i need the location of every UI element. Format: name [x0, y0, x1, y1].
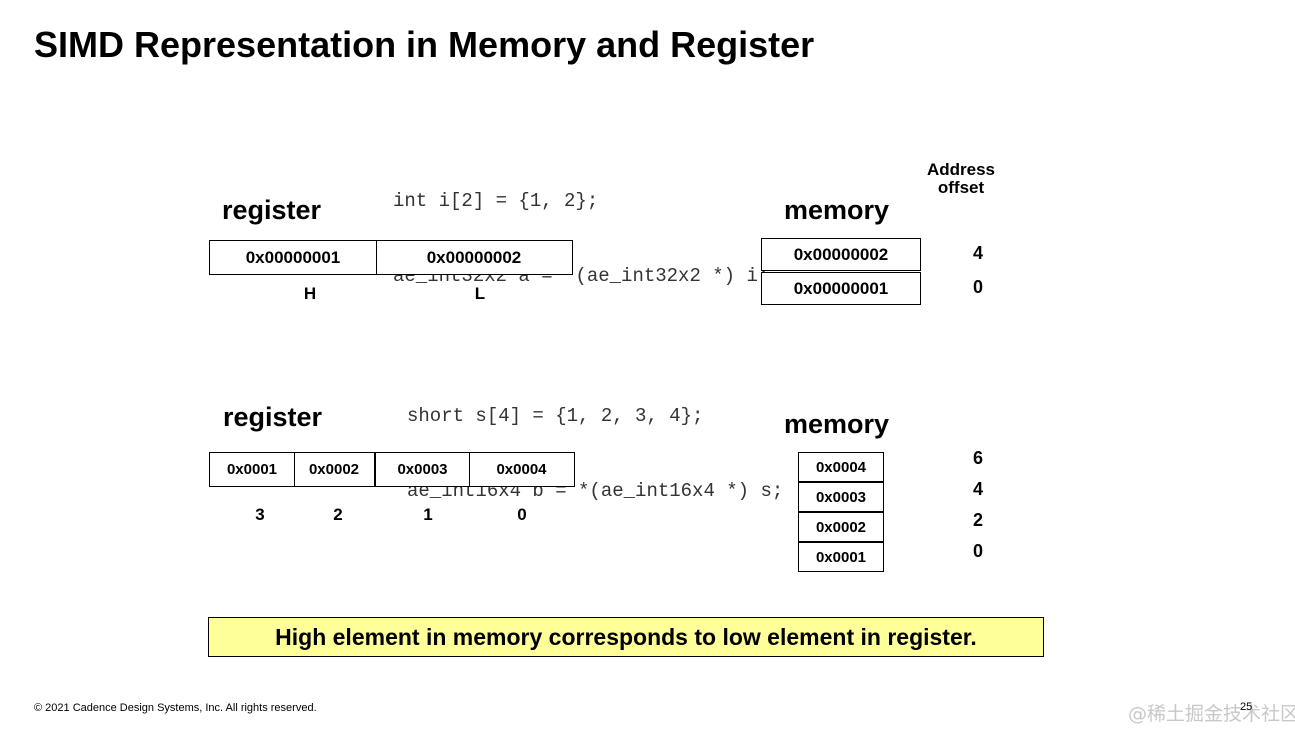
lane-index-label: 3 — [255, 505, 265, 524]
memory-cell: 0x0002 — [798, 512, 884, 542]
address-offset: 4 — [972, 243, 983, 263]
code-block-int16: short s[4] = {1, 2, 3, 4}; ae_int16x4 b … — [407, 354, 783, 529]
lane-index-label: 0 — [517, 505, 527, 524]
watermark: @稀土掘金技术社区 — [1128, 703, 1295, 725]
address-offset-heading: Address offset — [916, 161, 1006, 197]
address-offset-line: Address — [926, 160, 996, 179]
code-line: int i[2] = {1, 2}; — [393, 190, 599, 212]
address-offset: 0 — [972, 277, 983, 297]
lane-index-label: 2 — [333, 505, 343, 524]
register-cell: 0x0002 — [293, 452, 375, 487]
code-block-int32: int i[2] = {1, 2}; ae_int32x2 a = *(ae_i… — [393, 139, 769, 314]
register-cell: 0x0004 — [468, 452, 575, 487]
slide-title: SIMD Representation in Memory and Regist… — [34, 24, 815, 65]
highlight-note: High element in memory corresponds to lo… — [208, 617, 1044, 657]
register-cell-low: 0x00000002 — [375, 240, 573, 275]
address-offset-line: offset — [937, 178, 985, 197]
lane-label-high: H — [303, 284, 317, 303]
code-line: short s[4] = {1, 2, 3, 4}; — [407, 405, 704, 427]
address-offset: 2 — [972, 510, 983, 530]
register-int32x2: 0x00000001 0x00000002 — [209, 240, 573, 275]
register-heading: register — [223, 402, 323, 432]
copyright-footer: © 2021 Cadence Design Systems, Inc. All … — [34, 702, 317, 714]
memory-cell: 0x0001 — [798, 542, 884, 572]
memory-heading: memory — [784, 195, 890, 225]
memory-int16-stack: 0x0004 0x0003 0x0002 0x0001 — [798, 452, 884, 572]
lane-label-low: L — [474, 284, 486, 303]
address-offset: 0 — [972, 541, 983, 561]
register-cell: 0x0001 — [209, 452, 295, 487]
address-offset: 4 — [972, 479, 983, 499]
address-offset: 6 — [972, 448, 983, 468]
memory-heading: memory — [784, 409, 890, 439]
register-heading: register — [222, 195, 322, 225]
code-line: ae_int16x4 b = *(ae_int16x4 *) s; — [407, 480, 784, 502]
page-number: 25 — [1240, 701, 1253, 713]
memory-cell: 0x00000002 — [761, 238, 921, 271]
register-int16x4: 0x0001 0x0002 0x0003 0x0004 — [209, 452, 575, 487]
register-cell: 0x0003 — [375, 452, 470, 487]
memory-cell: 0x0004 — [798, 452, 884, 482]
register-cell-high: 0x00000001 — [209, 240, 377, 275]
memory-cell: 0x0003 — [798, 482, 884, 512]
memory-int32-stack: 0x00000002 0x00000001 — [761, 238, 921, 305]
memory-cell: 0x00000001 — [761, 272, 921, 305]
lane-index-label: 1 — [423, 505, 433, 524]
